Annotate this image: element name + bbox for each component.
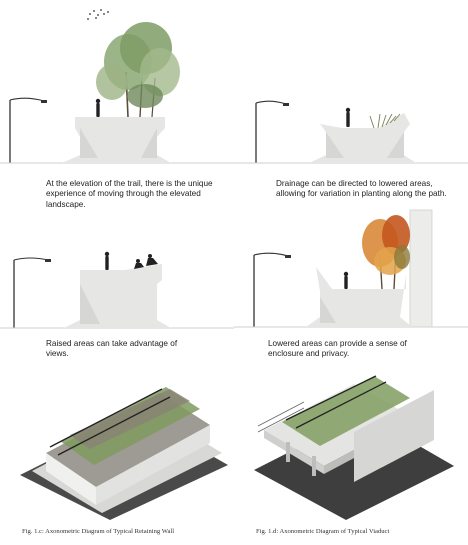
autumn-trees (362, 215, 410, 290)
panel-4-caption: Lowered areas can provide a sense of enc… (268, 339, 407, 359)
figure-1c-caption: Fig. 1.c: Axonometric Diagram of Typical… (22, 528, 175, 535)
panel-1-caption: At the elevation of the trail, there is … (46, 179, 213, 209)
panel-3-caption: Raised areas can take advantage of views… (46, 339, 178, 359)
section-drainage (234, 0, 468, 180)
street-lamp-icon (9, 97, 47, 163)
street-lamp-icon (255, 100, 289, 163)
person-silhouette (345, 107, 351, 127)
person-silhouette (343, 271, 349, 289)
section-lowered-enclosure (234, 205, 468, 340)
person-silhouette (95, 98, 101, 117)
people-silhouettes (104, 251, 158, 270)
section-elevated-landscape (0, 0, 234, 180)
tall-building-wall (409, 209, 433, 328)
axonometric-viaduct (234, 370, 468, 525)
panel-2-caption: Drainage can be directed to lowered area… (276, 179, 447, 199)
retaining-wall-section (62, 117, 171, 163)
axonometric-retaining-wall (0, 375, 234, 525)
bird-flock (87, 9, 109, 20)
retaining-wall-section (64, 264, 171, 328)
grass-planting (369, 113, 401, 129)
street-lamp-icon (253, 252, 291, 327)
tree-cluster (96, 22, 180, 118)
retaining-wall-section (309, 113, 416, 163)
figure-1d-caption: Fig. 1.d: Axonometric Diagram of Typical… (256, 528, 390, 535)
retaining-wall-section (306, 267, 412, 327)
street-lamp-icon (13, 257, 51, 328)
section-raised-views (0, 240, 234, 340)
